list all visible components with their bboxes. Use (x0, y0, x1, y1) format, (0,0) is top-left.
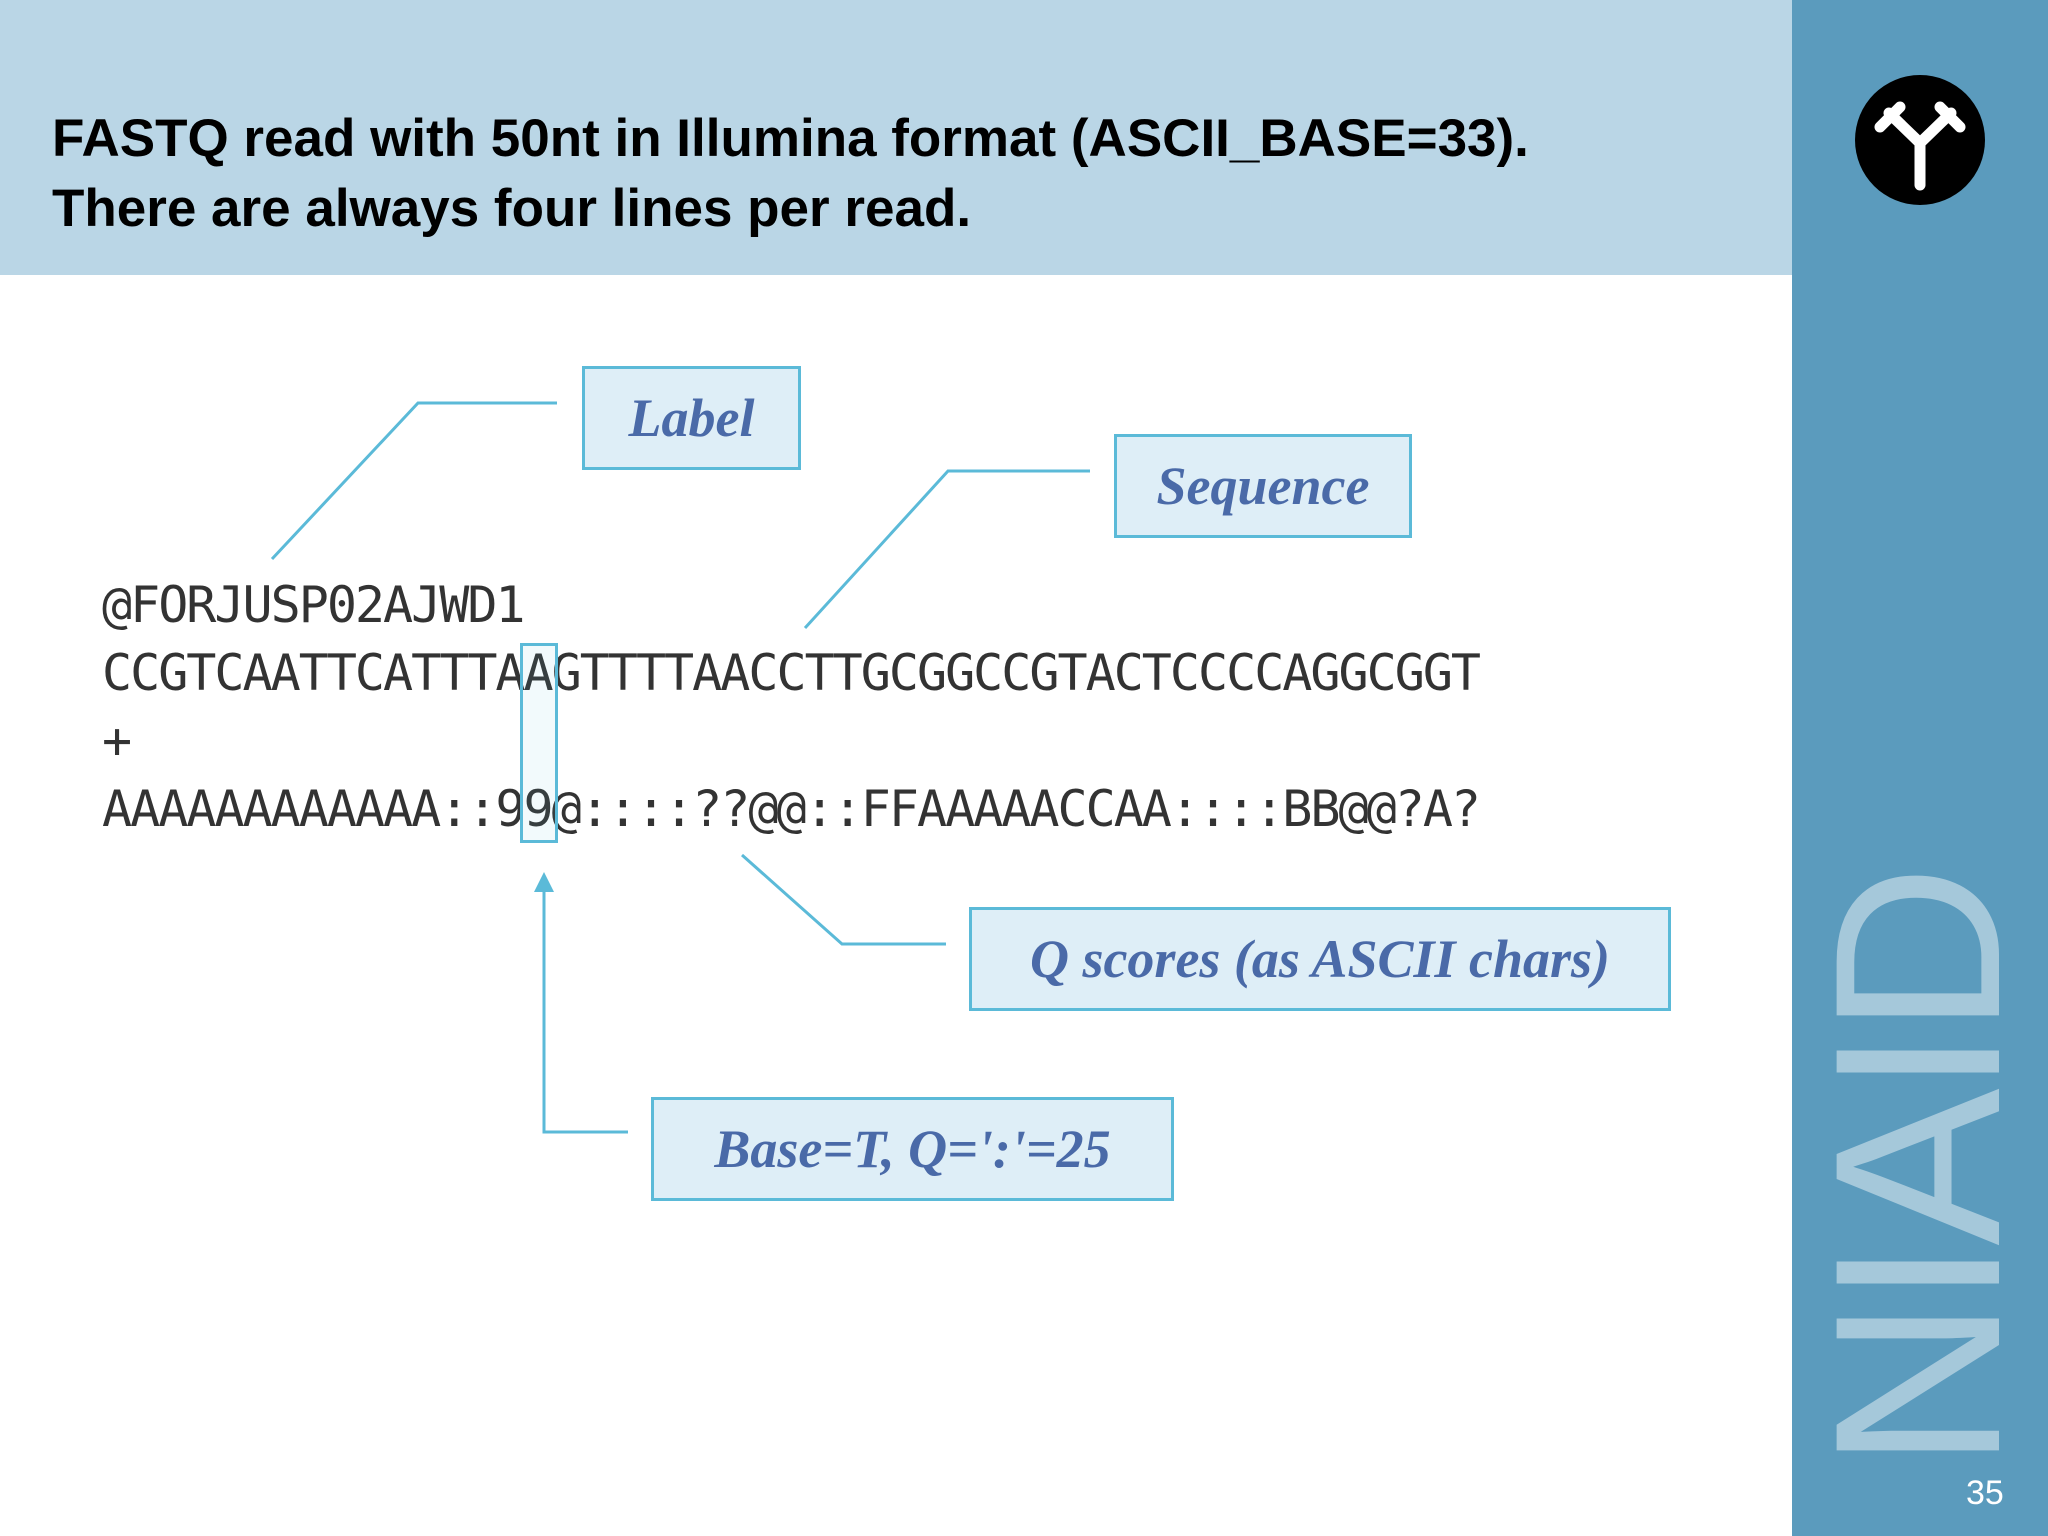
base-highlight-box (520, 643, 558, 843)
qscore-connector (741, 853, 946, 946)
antibody-logo-icon (1855, 75, 1985, 205)
fastq-separator-line: + (102, 712, 132, 770)
connector-lines (270, 401, 1090, 1134)
qscores-callout: Q scores (as ASCII chars) (969, 907, 1671, 1011)
label-callout: Label (582, 366, 801, 470)
sidebar-brand-panel (1792, 0, 2048, 1536)
title-line-2: There are always four lines per read. (52, 179, 972, 238)
slide-header: FASTQ read with 50nt in Illumina format … (0, 0, 1792, 275)
base-connector (542, 875, 628, 1134)
slide-title: FASTQ read with 50nt in Illumina format … (52, 104, 1529, 244)
niaid-logo-text: NIAID (1786, 870, 2048, 1470)
base-callout: Base=T, Q=':'=25 (651, 1097, 1174, 1201)
sequence-connector (803, 469, 1090, 630)
fastq-diagram: @FORJUSP02AJWD1 CCGTCAATTCATTTAAGTTTTAAC… (0, 275, 1792, 1536)
page-number: 35 (1966, 1474, 2004, 1512)
sequence-callout: Sequence (1114, 434, 1412, 538)
fastq-quality-line: AAAAAAAAAAAA::99@::::??@@::FFAAAAACCAA::… (102, 780, 1481, 838)
fastq-record: @FORJUSP02AJWD1 CCGTCAATTCATTTAAGTTTTAAC… (102, 571, 1481, 843)
fastq-sequence-line: CCGTCAATTCATTTAAGTTTTAACCTTGCGGCCGTACTCC… (102, 644, 1481, 702)
title-line-1: FASTQ read with 50nt in Illumina format … (52, 109, 1529, 168)
base-arrowhead-icon (534, 872, 554, 892)
fastq-label-line: @FORJUSP02AJWD1 (102, 576, 526, 634)
label-connector (270, 401, 557, 561)
